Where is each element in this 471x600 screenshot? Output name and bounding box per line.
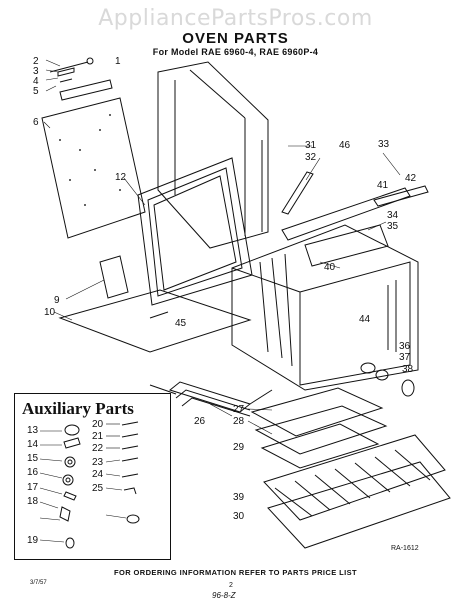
bake-element <box>149 381 273 417</box>
model-subtitle: For Model RAE 6960-4, RAE 6960P-4 <box>152 47 319 57</box>
leader-lines <box>43 59 401 435</box>
main-callout-45: 45 <box>175 318 187 329</box>
main-callout-4: 4 <box>33 76 39 87</box>
screw <box>149 311 169 319</box>
bottom-plate <box>58 289 252 353</box>
aux-callout-13: 13 <box>27 425 39 436</box>
main-callout-2: 2 <box>33 56 39 67</box>
main-callout-30: 30 <box>233 511 245 522</box>
aux-callout-20: 20 <box>92 419 104 430</box>
main-callout-28: 28 <box>233 416 245 427</box>
page-title: OVEN PARTS <box>182 30 289 47</box>
auxiliary-parts-title: Auxiliary Parts <box>22 399 134 418</box>
back-panel <box>41 79 146 239</box>
main-callout-27: 27 <box>233 404 245 415</box>
main-callout-3: 3 <box>33 66 39 77</box>
main-callout-42: 42 <box>405 173 417 184</box>
diagram-reference: RA-1612 <box>391 545 419 552</box>
aux-callout-15: 15 <box>27 453 39 464</box>
document-code: 3/7/57 <box>30 580 47 586</box>
main-callout-36: 36 <box>399 341 411 352</box>
aux-callout-22: 22 <box>92 443 104 454</box>
main-callout-35: 35 <box>387 221 399 232</box>
main-callout-44: 44 <box>359 314 371 325</box>
main-callout-5: 5 <box>33 86 39 97</box>
oven-cavity <box>231 224 419 391</box>
aux-callout-16: 16 <box>27 467 39 478</box>
page-number: 2 <box>229 582 233 589</box>
main-callout-32: 32 <box>305 152 317 163</box>
main-callout-31: 31 <box>305 140 317 151</box>
main-callout-26: 26 <box>194 416 206 427</box>
main-callout-10: 10 <box>44 307 56 318</box>
auxiliary-parts-box <box>14 393 171 560</box>
main-callout-6: 6 <box>33 117 39 128</box>
main-callout-39: 39 <box>233 492 245 503</box>
main-callout-12: 12 <box>115 172 127 183</box>
aux-callout-21: 21 <box>92 431 104 442</box>
main-callout-34: 34 <box>387 210 399 221</box>
main-callout-41: 41 <box>377 180 389 191</box>
aux-callout-25: 25 <box>92 483 104 494</box>
main-callout-9: 9 <box>54 295 60 306</box>
ordering-footer: FOR ORDERING INFORMATION REFER TO PARTS … <box>114 568 357 577</box>
main-callout-33: 33 <box>378 139 390 150</box>
screw-cluster <box>49 57 94 83</box>
vent-tube <box>281 171 314 215</box>
main-callout-46: 46 <box>339 140 351 151</box>
handwritten-note: 96-8-Z <box>212 591 236 600</box>
main-callout-40: 40 <box>324 262 336 273</box>
main-callout-38: 38 <box>402 364 414 375</box>
main-callout-1: 1 <box>115 56 121 67</box>
light-assembly <box>360 362 415 397</box>
aux-callout-19: 19 <box>27 535 39 546</box>
main-callout-37: 37 <box>399 352 411 363</box>
aux-callout-14: 14 <box>27 439 39 450</box>
aux-callout-18: 18 <box>27 496 39 507</box>
broiler-pan <box>250 387 388 469</box>
side-liner <box>157 61 269 249</box>
aux-callout-17: 17 <box>27 482 39 493</box>
side-rails <box>281 185 429 267</box>
main-callout-29: 29 <box>233 442 245 453</box>
oven-rack <box>263 434 451 549</box>
watermark: AppliancePartsPros.com <box>98 6 373 31</box>
aux-callout-24: 24 <box>92 469 104 480</box>
aux-callout-23: 23 <box>92 457 104 468</box>
bracket <box>99 255 129 299</box>
